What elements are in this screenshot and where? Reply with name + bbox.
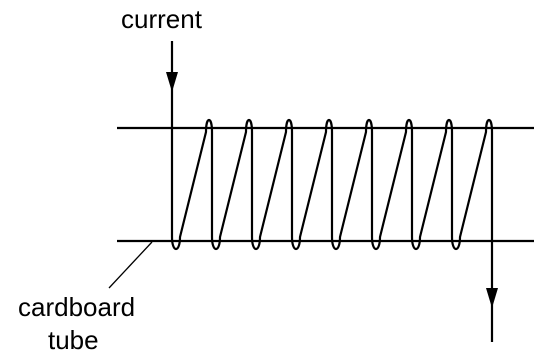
- tube-label-leader: [108, 241, 153, 289]
- current-in-arrowhead: [166, 72, 178, 92]
- cardboard-tube-label-line2: tube: [48, 325, 99, 355]
- cardboard-tube-label-line1: cardboard: [18, 292, 136, 322]
- current-label: current: [121, 4, 202, 34]
- current-out-arrowhead: [486, 288, 498, 308]
- coil-winding: [170, 84, 494, 251]
- coil-wire: [170, 84, 494, 251]
